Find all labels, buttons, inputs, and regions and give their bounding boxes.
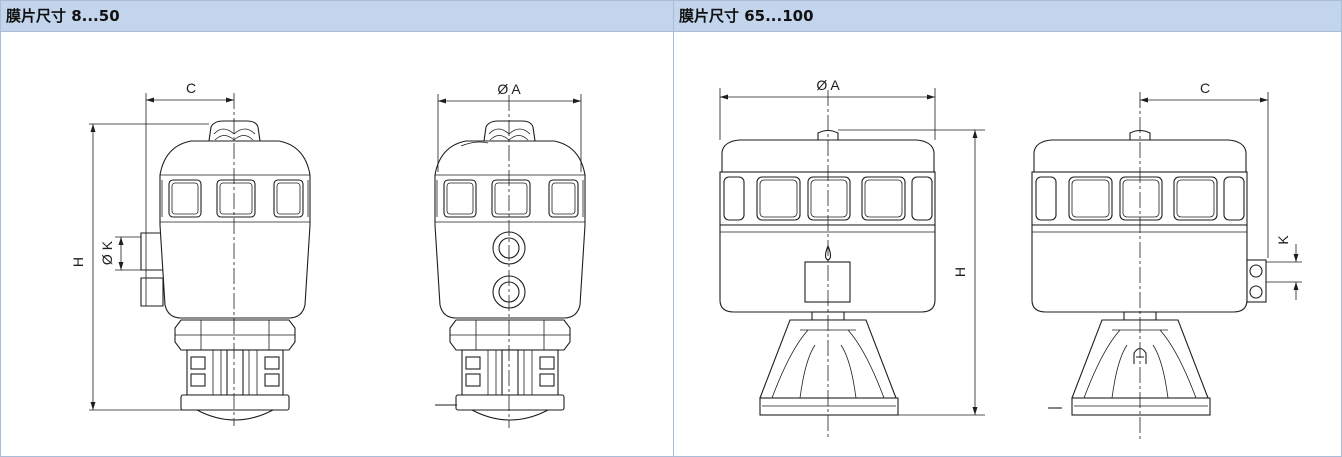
dimension-a-left: Ø A [437,81,582,172]
label-a: Ø A [816,77,840,93]
body-flange [180,394,290,411]
yoke-bolts [190,356,280,387]
air-connection-ports [1246,259,1267,303]
indicator-windows [168,179,304,218]
side-port-upper [140,232,164,271]
label-c: C [186,80,196,96]
label-h: H [70,257,86,267]
nameplate [804,261,851,303]
actuator-side-view [140,93,311,426]
panel-title: 膜片尺寸 65...100 [674,1,1341,32]
drawing-large-actuators: Ø A H [719,77,1302,440]
dimension-h-right: H [838,129,985,416]
dimension-a-right: Ø A [719,77,936,140]
valve-body-bowl [196,409,274,421]
actuator-front-view [434,95,586,428]
actuator-housing [159,140,311,319]
label-h: H [952,267,968,277]
side-port-lower [140,277,164,307]
drawing-small-actuators: C H Ø K [70,80,586,428]
label-k: K [1275,235,1291,245]
panel-diaphragm-8-50: 膜片尺寸 8...50 [0,0,674,457]
dimension-c-left: C [145,80,234,306]
actuator-large-side-view [1031,92,1267,440]
dimension-c-right: C [1140,80,1269,258]
panel-diaphragm-65-100: 膜片尺寸 65...100 [673,0,1342,457]
dimension-h-left: H [70,123,209,411]
label-k: Ø K [99,240,115,265]
label-a: Ø A [497,81,521,97]
dimension-k-left: Ø K [99,236,141,271]
valve-base [759,311,899,416]
panel-title: 膜片尺寸 8...50 [1,1,673,32]
indicator-windows [723,176,933,221]
actuator-large-front-view [719,90,936,440]
label-c: C [1200,80,1210,96]
dimension-k-right: K [1266,235,1302,300]
